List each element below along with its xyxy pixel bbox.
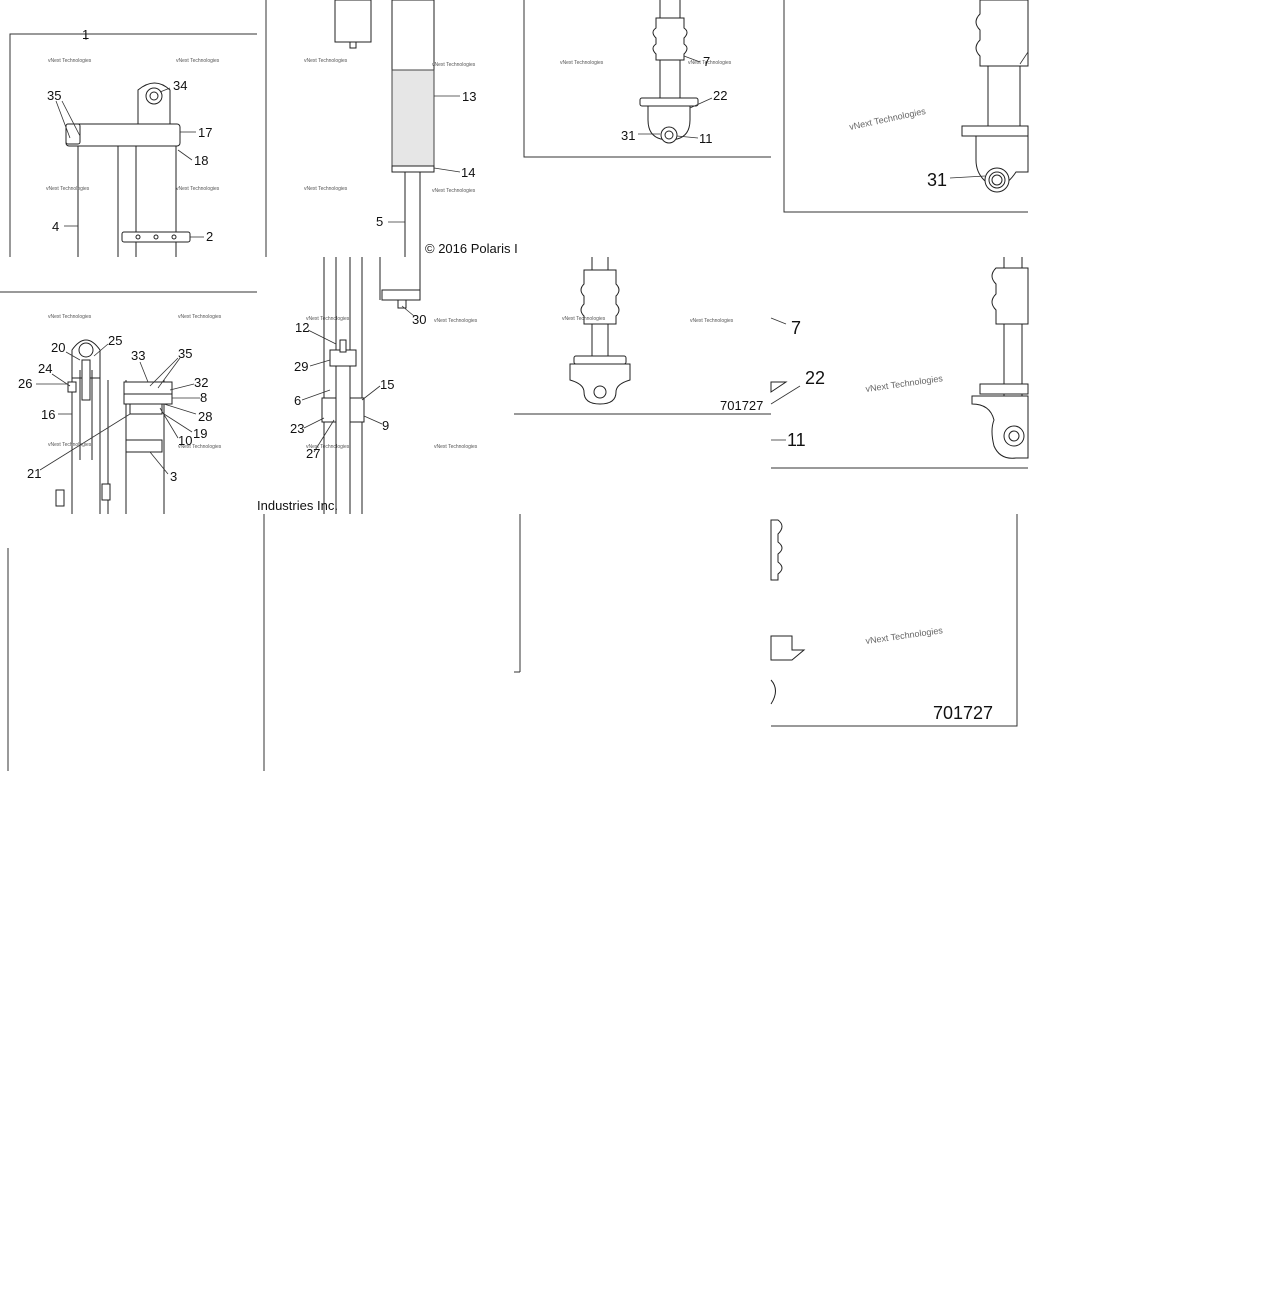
watermark: vNext Technologies bbox=[178, 314, 222, 320]
callout-25: 25 bbox=[108, 333, 122, 348]
callout-11: 11 bbox=[699, 131, 713, 146]
watermark: vNext Technologies bbox=[306, 316, 350, 322]
watermark: vNext Technologies bbox=[304, 58, 348, 64]
callout-31: 31 bbox=[621, 128, 635, 143]
callout-12: 12 bbox=[295, 320, 309, 335]
tile-frames bbox=[0, 0, 1028, 771]
watermark: vNext Technologies bbox=[48, 314, 92, 320]
watermark: vNext Technologies bbox=[176, 186, 220, 192]
callout-9: 9 bbox=[382, 418, 389, 433]
callout-18: 18 bbox=[194, 153, 208, 168]
watermark-large: vNext Technologies bbox=[848, 106, 927, 132]
watermark: vNext Technologies bbox=[178, 444, 222, 450]
callout-31-large: 31 bbox=[927, 170, 947, 190]
watermark: vNext Technologies bbox=[434, 318, 478, 324]
copyright-text: © 2016 Polaris I bbox=[425, 241, 518, 256]
watermark: vNext Technologies bbox=[432, 188, 476, 194]
watermark: vNext Technologies bbox=[560, 60, 604, 66]
watermark: vNext Technologies bbox=[46, 186, 90, 192]
callout-32: 32 bbox=[194, 375, 208, 390]
callout-19: 19 bbox=[193, 426, 207, 441]
callout-6: 6 bbox=[294, 393, 301, 408]
callout-11-large: 11 bbox=[787, 430, 806, 450]
watermark: vNext Technologies bbox=[688, 60, 732, 66]
bumper-detail-lower bbox=[770, 519, 806, 705]
bumper-view bbox=[569, 257, 631, 405]
shock-eyelet-small bbox=[638, 0, 713, 144]
callout-17: 17 bbox=[198, 125, 212, 140]
callout-35: 35 bbox=[47, 88, 61, 103]
shock-shaft-view bbox=[334, 0, 461, 257]
callout-2: 2 bbox=[206, 229, 213, 244]
drawing-number: 701727 bbox=[720, 398, 763, 413]
callout-4: 4 bbox=[52, 219, 59, 234]
watermark: vNext Technologies bbox=[306, 444, 350, 450]
callout-15: 15 bbox=[380, 377, 394, 392]
shock-eyelet-large bbox=[949, 0, 1029, 193]
callout-10: 10 bbox=[178, 433, 192, 448]
watermark: vNext Technologies bbox=[48, 58, 92, 64]
callout-8: 8 bbox=[200, 390, 207, 405]
callout-26: 26 bbox=[18, 376, 32, 391]
callout-22-large: 22 bbox=[805, 368, 825, 388]
callout-13: 13 bbox=[462, 89, 476, 104]
callout-1: 1 bbox=[82, 27, 89, 42]
callout-14: 14 bbox=[461, 165, 475, 180]
callout-35-second: 35 bbox=[178, 346, 192, 361]
bumper-view-large bbox=[770, 257, 1029, 459]
watermark: vNext Technologies bbox=[562, 316, 606, 322]
reservoir-exploded-view bbox=[36, 339, 200, 514]
shock-reservoir-view bbox=[55, 34, 204, 257]
watermark: vNext Technologies bbox=[690, 318, 734, 324]
callout-7: 7 bbox=[703, 54, 710, 69]
callout-22: 22 bbox=[713, 88, 727, 103]
callout-20: 20 bbox=[51, 340, 65, 355]
watermark-large: vNext Technologies bbox=[865, 373, 944, 394]
callout-24: 24 bbox=[38, 361, 52, 376]
watermark: vNext Technologies bbox=[304, 186, 348, 192]
watermark: vNext Technologies bbox=[432, 62, 476, 68]
callout-21: 21 bbox=[27, 466, 41, 481]
callout-23: 23 bbox=[290, 421, 304, 436]
callout-29: 29 bbox=[294, 359, 308, 374]
callout-34: 34 bbox=[173, 78, 187, 93]
watermark-large: vNext Technologies bbox=[865, 625, 944, 646]
callout-28: 28 bbox=[198, 409, 212, 424]
callouts: 1 2 3 4 5 6 7 7 8 9 10 11 11 12 13 14 15… bbox=[18, 27, 947, 484]
callout-3: 3 bbox=[170, 469, 177, 484]
callout-33: 33 bbox=[131, 348, 145, 363]
callout-5: 5 bbox=[376, 214, 383, 229]
callout-27: 27 bbox=[306, 446, 320, 461]
callout-16: 16 bbox=[41, 407, 55, 422]
piston-exploded-view bbox=[301, 257, 421, 514]
copyright-text-continued: Industries Inc. bbox=[257, 498, 338, 513]
watermark: vNext Technologies bbox=[434, 444, 478, 450]
callout-30: 30 bbox=[412, 312, 426, 327]
watermark: vNext Technologies bbox=[176, 58, 220, 64]
drawing-number-large: 701727 bbox=[933, 703, 993, 723]
watermark: vNext Technologies bbox=[48, 442, 92, 448]
callout-7-large: 7 bbox=[791, 318, 801, 338]
